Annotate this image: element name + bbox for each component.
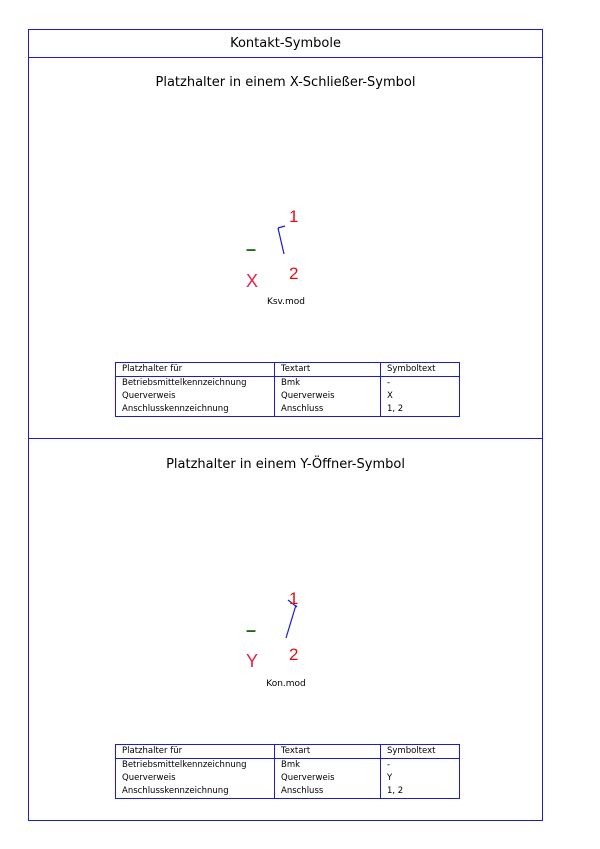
column-header: Platzhalter für bbox=[115, 744, 275, 759]
page-title: Kontakt-Symbole bbox=[230, 36, 341, 51]
terminal-top: 1 bbox=[289, 589, 298, 608]
table-header-row: Platzhalter für Textart Symboltext bbox=[115, 744, 460, 759]
column-header: Textart bbox=[274, 362, 381, 377]
contact-tick bbox=[277, 225, 286, 229]
table-cell: Betriebsmittelkennzeichnung bbox=[115, 376, 275, 390]
table-row: Anschlusskennzeichnung Anschluss 1, 2 bbox=[115, 403, 460, 417]
table-cell: 1, 2 bbox=[380, 785, 460, 799]
placeholder-table: Platzhalter für Textart Symboltext Betri… bbox=[115, 362, 460, 417]
table-cell: Y bbox=[380, 772, 460, 785]
module-file-name: Kon.mod bbox=[266, 679, 306, 689]
table-cell: Querverweis bbox=[274, 772, 381, 785]
table-cell: Bmk bbox=[274, 376, 381, 390]
designation-dash: – bbox=[246, 239, 256, 259]
table-cell: Anschluss bbox=[274, 785, 381, 799]
section-title: Platzhalter in einem X-Schließer-Symbol bbox=[155, 75, 416, 90]
designation-dash: – bbox=[246, 620, 256, 640]
contact-symbol-drawing: 1 2 – X bbox=[246, 207, 298, 291]
table-row: Querverweis Querverweis X bbox=[115, 390, 460, 403]
table-cell: Anschlusskennzeichnung bbox=[115, 403, 275, 417]
table-cell: Betriebsmittelkennzeichnung bbox=[115, 758, 275, 772]
table-cell: Querverweis bbox=[115, 772, 275, 785]
contact-blade bbox=[285, 604, 297, 639]
table-row: Querverweis Querverweis Y bbox=[115, 772, 460, 785]
table-row: Betriebsmittelkennzeichnung Bmk - bbox=[115, 376, 460, 390]
table-row: Betriebsmittelkennzeichnung Bmk - bbox=[115, 758, 460, 772]
table-cell: - bbox=[380, 376, 460, 390]
contact-symbol-drawing: 1 2 – Y bbox=[246, 589, 298, 671]
table-row: Anschlusskennzeichnung Anschluss 1, 2 bbox=[115, 785, 460, 799]
table-cell: 1, 2 bbox=[380, 403, 460, 417]
contact-blade bbox=[277, 227, 285, 255]
normally-closed-contact-symbol: 1 2 – Y bbox=[220, 583, 380, 683]
drawing-frame bbox=[28, 29, 543, 821]
table-header-row: Platzhalter für Textart Symboltext bbox=[115, 362, 460, 377]
section-title: Platzhalter in einem Y-Öffner-Symbol bbox=[166, 457, 405, 472]
table-cell: Bmk bbox=[274, 758, 381, 772]
terminal-bottom: 2 bbox=[289, 645, 298, 664]
cross-reference-label: Y bbox=[246, 651, 258, 671]
section-divider bbox=[28, 438, 543, 439]
cross-reference-label: X bbox=[246, 271, 258, 291]
title-divider bbox=[28, 57, 543, 58]
table-cell: - bbox=[380, 758, 460, 772]
placeholder-table: Platzhalter für Textart Symboltext Betri… bbox=[115, 744, 460, 799]
table-cell: Anschlusskennzeichnung bbox=[115, 785, 275, 799]
terminal-top: 1 bbox=[289, 207, 298, 226]
table-cell: X bbox=[380, 390, 460, 403]
normally-open-contact-symbol: 1 2 – X bbox=[220, 202, 380, 302]
table-cell: Querverweis bbox=[274, 390, 381, 403]
column-header: Symboltext bbox=[380, 744, 460, 759]
module-file-name: Ksv.mod bbox=[266, 297, 306, 307]
column-header: Symboltext bbox=[380, 362, 460, 377]
terminal-bottom: 2 bbox=[289, 264, 298, 283]
table-cell: Anschluss bbox=[274, 403, 381, 417]
column-header: Textart bbox=[274, 744, 381, 759]
table-cell: Querverweis bbox=[115, 390, 275, 403]
column-header: Platzhalter für bbox=[115, 362, 275, 377]
